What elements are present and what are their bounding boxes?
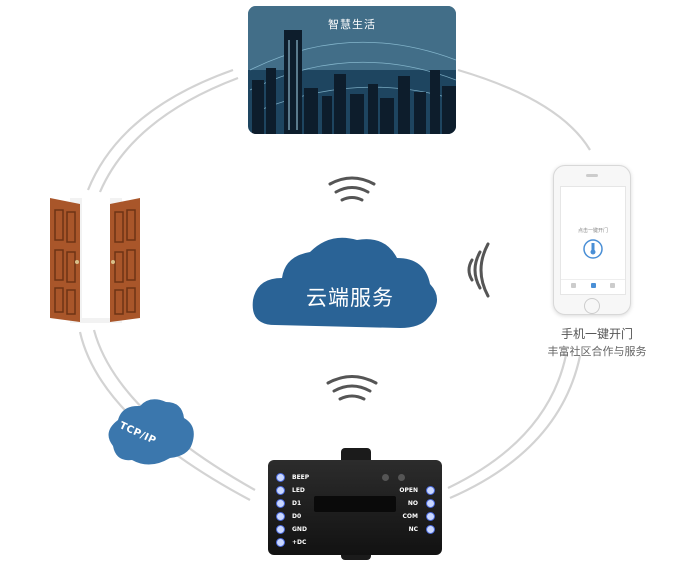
pin-label-left: +DC xyxy=(292,539,307,546)
pin-label-right: COM xyxy=(402,513,418,520)
terminal-screw xyxy=(426,499,435,508)
terminal-screw xyxy=(276,538,285,547)
terminal-screw xyxy=(276,486,285,495)
phone-speaker xyxy=(586,174,598,177)
terminal-screw xyxy=(276,525,285,534)
controller-slot xyxy=(314,496,396,512)
pin-label-left: LED xyxy=(292,487,305,494)
pin-label-left: D1 xyxy=(292,500,302,507)
smartphone: 点击一键开门 xyxy=(553,165,631,315)
terminal-screw xyxy=(276,512,285,521)
pin-label-right: OPEN xyxy=(399,487,418,494)
wifi-signal-top-icon xyxy=(328,176,376,202)
unlock-button-icon xyxy=(583,239,603,259)
phone-screen: 点击一键开门 xyxy=(560,186,626,295)
pin-label-left: BEEP xyxy=(292,474,310,481)
pin-label-right: NC xyxy=(408,526,418,533)
card-title: 智慧生活 xyxy=(328,18,376,31)
wifi-signal-bottom-icon xyxy=(326,375,378,401)
led-indicator-1 xyxy=(382,474,389,481)
phone-screen-text: 点击一键开门 xyxy=(577,228,608,234)
led-indicator-2 xyxy=(398,474,405,481)
tab-home-icon xyxy=(571,283,576,288)
cloud-service-label: 云端服务 xyxy=(306,286,394,310)
phone-home-button xyxy=(584,298,600,314)
terminal-screw xyxy=(276,499,285,508)
tcp-ip-cloud-shape xyxy=(108,399,194,465)
pin-label-left: D0 xyxy=(292,513,302,520)
double-door-image xyxy=(50,198,140,323)
pin-label-left: GND xyxy=(292,526,307,533)
terminal-screw xyxy=(426,525,435,534)
terminal-screw xyxy=(426,486,435,495)
terminal-screw xyxy=(276,473,285,482)
tab-door-icon xyxy=(591,283,596,288)
phone-caption: 手机一键开门 xyxy=(560,327,633,341)
terminal-screw xyxy=(426,512,435,521)
phone-subcaption: 丰富社区合作与服务 xyxy=(547,345,647,358)
wifi-signal-right-icon xyxy=(467,242,490,298)
pin-label-right: NO xyxy=(407,500,418,507)
cloud-service-shape xyxy=(252,237,438,328)
city-skyline-image xyxy=(248,6,456,134)
tab-user-icon xyxy=(610,283,615,288)
